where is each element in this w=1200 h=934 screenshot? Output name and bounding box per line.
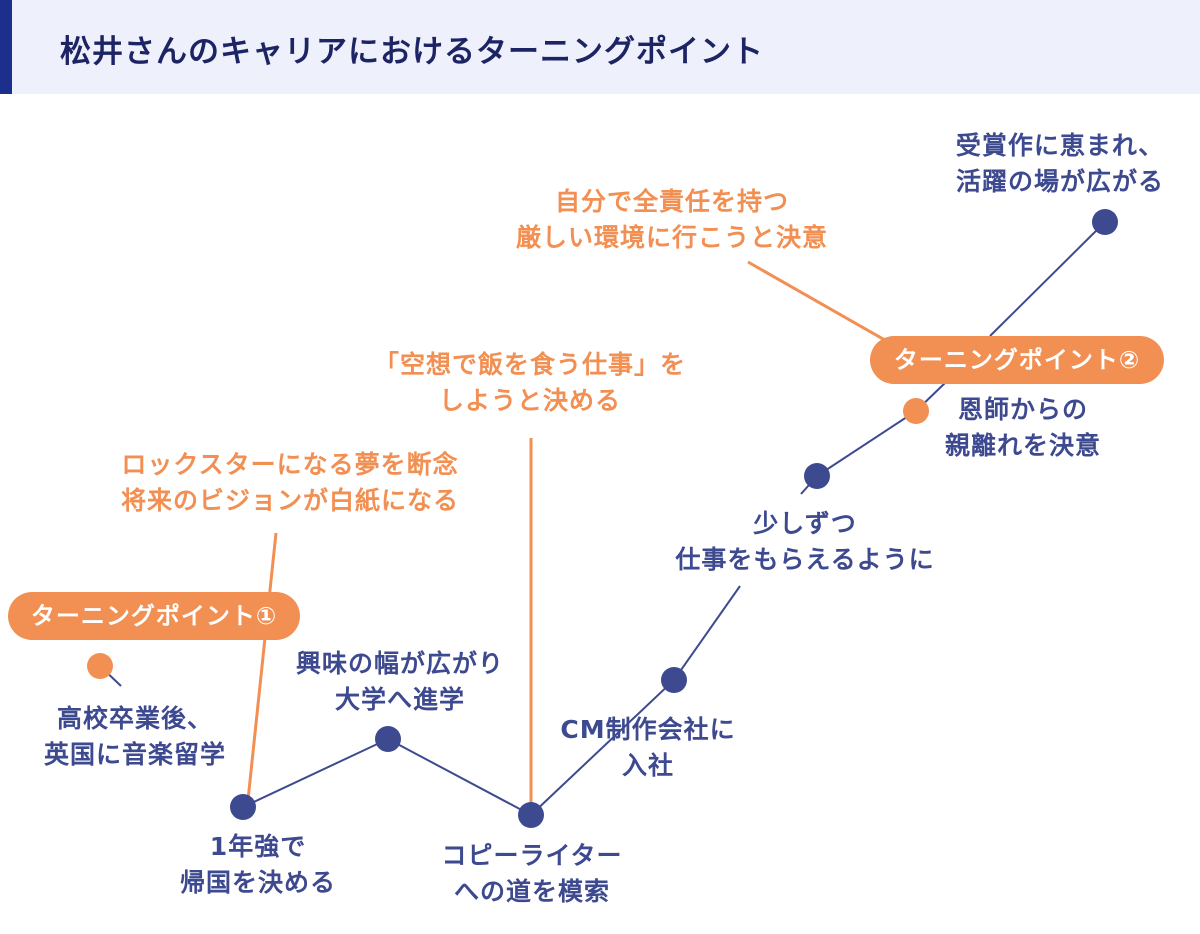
event-university: 興味の幅が広がり大学へ進学 [295,649,504,714]
career-path-line [816,410,917,477]
event-leave-mentor: 恩師からの親離れを決意 [944,395,1101,460]
header: 松井さんのキャリアにおけるターニングポイント [0,0,1200,94]
node-return-home [230,794,256,820]
connector-line [246,532,278,801]
annotation-responsibility: 自分で全責任を持つ厳しい環境に行こうと決意 [515,187,828,252]
turning-point-1-badge: ターニングポイント① [8,592,300,640]
node-study-abroad [87,653,113,679]
event-getting-work: 少しずつ仕事をもらえるように [675,509,935,574]
node-leave-mentor [903,398,929,424]
career-path-line [989,221,1106,337]
event-awards: 受賞作に恵まれ、活躍の場が広がる [955,131,1165,196]
header-accent-bar [0,0,12,94]
event-cm-company: CM制作会社に入社 [560,715,736,780]
event-copywriter: コピーライターへの道を模索 [441,841,623,906]
node-awards [1092,209,1118,235]
event-study-abroad: 高校卒業後、英国に音楽留学 [43,704,226,769]
page-title: 松井さんのキャリアにおけるターニングポイント [60,34,764,70]
node-copywriter [518,802,544,828]
connector-line [747,260,891,345]
turning-point-2-badge: ターニングポイント② [870,336,1164,384]
annotation-fantasy-job: 「空想で飯を食う仕事」をしようと決める [373,350,686,415]
annotation-rockstar: ロックスターになる夢を断念将来のビジョンが白紙になる [120,450,459,515]
node-getting-work [804,463,830,489]
node-university [375,726,401,752]
node-cm-company [661,667,687,693]
event-return-home: 1年強で帰国を決める [179,832,336,897]
